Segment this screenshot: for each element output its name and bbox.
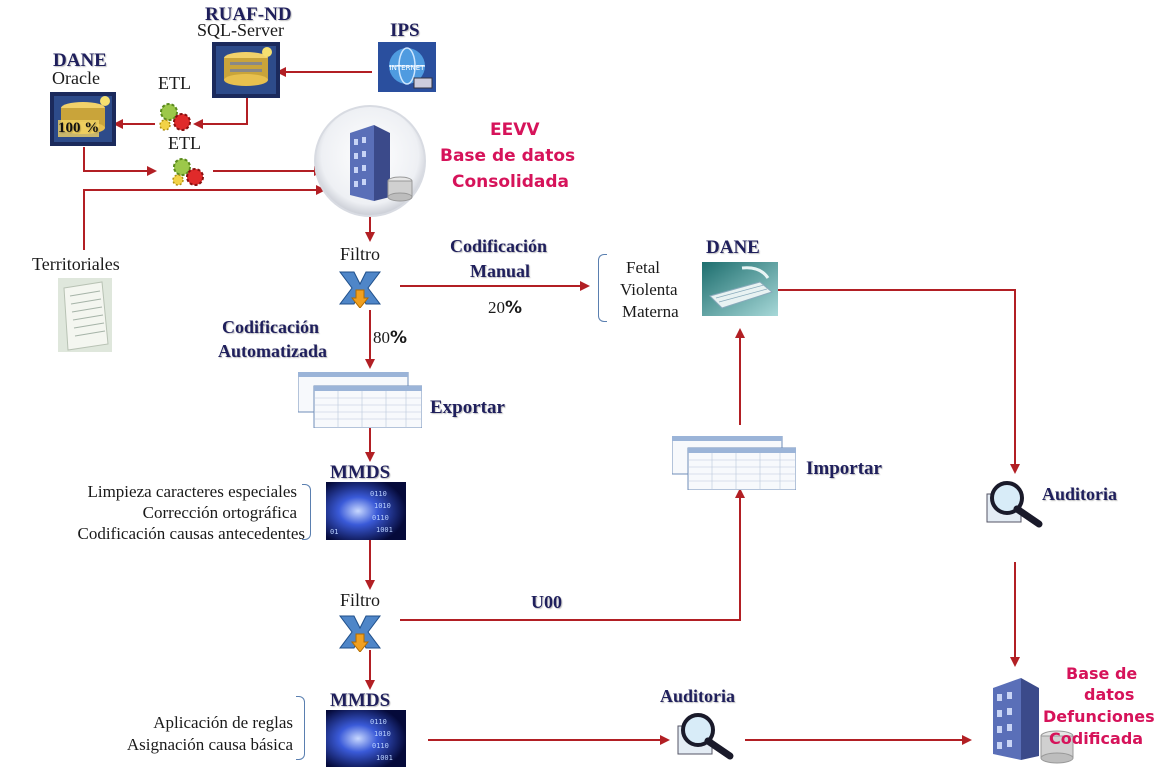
eevv-line3: Consolidada bbox=[452, 172, 569, 192]
filtro1-label: Filtro bbox=[340, 244, 381, 264]
binary-code-icon: 0110 1010 0110 1001 bbox=[326, 710, 406, 767]
mmds1-item-3: Codificación causas antecedentes bbox=[77, 524, 305, 543]
arrow-ruaf-to-etl1 bbox=[193, 98, 248, 129]
dane-top-badge: 100 % bbox=[58, 120, 100, 137]
dane-item-fetal: Fetal bbox=[626, 258, 660, 277]
final-db-line4: Codificada bbox=[1049, 729, 1144, 748]
gears-icon bbox=[168, 155, 208, 189]
eevv-line2: Base de datos bbox=[440, 146, 576, 166]
percent-number: 80 bbox=[373, 328, 390, 347]
spreadsheet-icon bbox=[297, 371, 423, 429]
ruaf-title: RUAF-ND bbox=[205, 4, 292, 25]
mmds1-brace bbox=[302, 484, 311, 540]
svg-text:0110: 0110 bbox=[372, 514, 389, 522]
binary-code-icon: 0110 1010 0110 1001 01 bbox=[326, 482, 406, 540]
magnifier-icon bbox=[676, 710, 738, 762]
importar-label: Importar bbox=[806, 458, 882, 479]
dane-right-title: DANE bbox=[706, 237, 760, 258]
percent-sign: % bbox=[390, 328, 408, 348]
territoriales-label: Territoriales bbox=[32, 254, 120, 274]
svg-text:0110: 0110 bbox=[370, 718, 387, 726]
dane-item-violenta: Violenta bbox=[620, 280, 678, 299]
internet-globe-icon: INTERNET bbox=[378, 42, 436, 92]
svg-text:1001: 1001 bbox=[376, 754, 393, 762]
auditoria1-label: Auditoria bbox=[660, 686, 736, 706]
svg-text:0110: 0110 bbox=[372, 742, 389, 750]
keyboard-photo-icon bbox=[702, 262, 778, 316]
eevv-title: EEVV bbox=[490, 120, 540, 140]
building-database-icon bbox=[312, 103, 428, 219]
cod-manual-percent: 20% bbox=[488, 298, 522, 318]
gears-icon bbox=[155, 100, 195, 134]
exportar-label: Exportar bbox=[430, 397, 505, 418]
fetal-brace bbox=[598, 254, 607, 322]
database-server-icon bbox=[50, 92, 116, 146]
mmds2-item-1: Aplicación de reglas bbox=[153, 713, 293, 732]
mmds1-title: MMDS bbox=[330, 462, 391, 483]
u00-label: U00 bbox=[531, 592, 562, 612]
svg-text:INTERNET: INTERNET bbox=[390, 64, 426, 72]
database-server-icon bbox=[212, 42, 280, 98]
svg-text:1010: 1010 bbox=[374, 502, 391, 510]
dane-top-subtitle: Oracle bbox=[52, 68, 100, 88]
percent-number: 20 bbox=[488, 298, 505, 317]
cod-auto-line2: Automatizada bbox=[218, 341, 327, 361]
mmds2-brace bbox=[296, 696, 305, 760]
final-db-line2: datos bbox=[1084, 685, 1135, 704]
final-db-line1: Base de bbox=[1066, 664, 1138, 683]
dane-item-materna: Materna bbox=[622, 302, 679, 321]
percent-sign: % bbox=[505, 298, 523, 318]
cod-auto-line1: Codificación bbox=[222, 317, 319, 337]
cod-manual-line1: Codificación bbox=[450, 236, 547, 256]
mmds2-title: MMDS bbox=[330, 690, 391, 711]
cod-auto-percent: 80% bbox=[373, 328, 407, 348]
ips-title: IPS bbox=[390, 20, 420, 41]
auditoria2-label: Auditoria bbox=[1042, 484, 1118, 504]
svg-text:01: 01 bbox=[330, 528, 338, 536]
svg-text:1010: 1010 bbox=[374, 730, 391, 738]
mmds1-item-2: Corrección ortográfica bbox=[142, 503, 297, 522]
filter-funnel-icon bbox=[338, 612, 382, 653]
etl2-label: ETL bbox=[168, 133, 201, 153]
svg-text:1001: 1001 bbox=[376, 526, 393, 534]
mmds1-item-1: Limpieza caracteres especiales bbox=[87, 482, 297, 501]
arrow-dane-to-etl2 bbox=[83, 147, 157, 176]
building-database-icon bbox=[975, 670, 1085, 767]
arrow-filtro2-to-importar bbox=[400, 488, 745, 621]
spreadsheet-icon bbox=[671, 435, 797, 491]
svg-text:0110: 0110 bbox=[370, 490, 387, 498]
magnifier-icon bbox=[985, 478, 1047, 530]
etl1-label: ETL bbox=[158, 73, 191, 93]
filtro2-label: Filtro bbox=[340, 590, 381, 610]
arrow-dane-to-auditoria bbox=[778, 289, 1020, 474]
cod-manual-line2: Manual bbox=[470, 261, 531, 281]
dane-top-title: DANE bbox=[53, 50, 107, 71]
filter-funnel-icon bbox=[338, 268, 382, 309]
arrow-territoriales-to-eevv bbox=[83, 185, 326, 250]
mmds2-item-2: Asignación causa básica bbox=[126, 735, 293, 754]
ruaf-subtitle: SQL-Server bbox=[197, 20, 284, 40]
final-db-line3: Defunciones bbox=[1043, 707, 1155, 726]
document-photo-icon bbox=[58, 278, 112, 352]
